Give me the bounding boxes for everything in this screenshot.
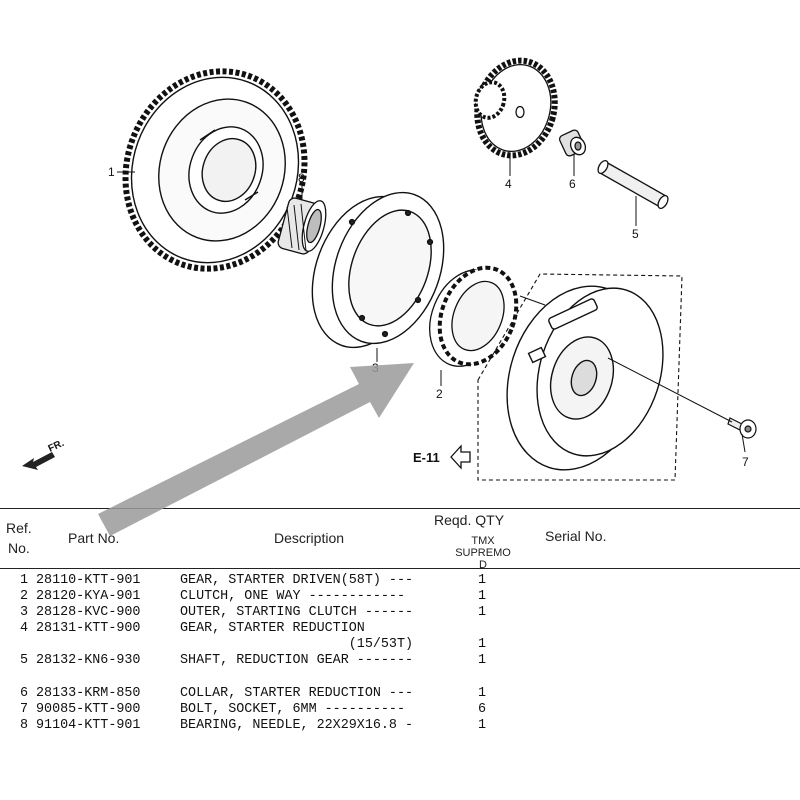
callout-4: 4: [505, 177, 512, 191]
part-number-cell: 28110-KTT-901: [36, 573, 141, 588]
description-cell: GEAR, STARTER DRIVEN(58T) ---: [180, 573, 414, 588]
part-number-cell: 28131-KTT-900: [36, 621, 141, 636]
ref-cell: 4: [20, 621, 29, 636]
ref-cell: 5: [20, 653, 29, 668]
starting-clutch-outer-part: [311, 191, 445, 349]
part-number-cell: 28133-KRM-850: [36, 686, 141, 701]
description-cell: GEAR, STARTER REDUCTION: [180, 621, 365, 636]
part-number-cell: 28120-KYA-901: [36, 589, 141, 604]
callout-8: 8: [298, 171, 305, 185]
starter-reduction-gear-part: [473, 57, 558, 159]
ref-cell: 8: [20, 718, 29, 733]
leader-lines: [117, 154, 746, 453]
callout-1: 1: [108, 165, 115, 179]
header-part-no: Part No.: [68, 530, 120, 546]
description-cell: SHAFT, REDUCTION GEAR -------: [180, 653, 414, 668]
header-description: Description: [274, 530, 345, 546]
quantity-cell: 1: [477, 686, 487, 701]
callout-5: 5: [632, 227, 639, 241]
description-cell: CLUTCH, ONE WAY ------------: [180, 589, 405, 604]
quantity-cell: 6: [477, 702, 487, 717]
quantity-cell: 1: [477, 653, 487, 668]
table-header-rule: [0, 568, 800, 569]
description-cell: BOLT, SOCKET, 6MM ----------: [180, 702, 405, 717]
parts-table: Ref. No. Part No. Description Reqd. QTY …: [0, 508, 800, 800]
ref-cell: 1: [20, 573, 29, 588]
quantity-cell: 1: [477, 718, 487, 733]
part-number-cell: 90085-KTT-900: [36, 702, 141, 717]
table-top-rule: [0, 508, 800, 509]
description-cell: OUTER, STARTING CLUTCH ------: [180, 605, 414, 620]
ref-cell: 2: [20, 589, 29, 604]
ref-cell: 6: [20, 686, 29, 701]
header-ref-line1: Ref.: [6, 520, 32, 536]
front-direction-label: FR.: [47, 438, 66, 455]
reduction-shaft-part: [597, 159, 669, 210]
reference-arrow-icon: [450, 444, 471, 470]
header-model: TMX SUPREMO D: [448, 535, 518, 571]
quantity-cell: 1: [477, 573, 487, 588]
ref-cell: 7: [20, 702, 29, 717]
socket-bolt-part: [727, 417, 757, 439]
callout-7: 7: [742, 455, 749, 469]
reference-label-e11: E-11: [413, 450, 440, 465]
quantity-cell: 1: [477, 605, 487, 620]
callout-2: 2: [436, 387, 443, 401]
ref-cell: 3: [20, 605, 29, 620]
part-number-cell: 28128-KVC-900: [36, 605, 141, 620]
starter-driven-gear-part: [122, 68, 308, 272]
callout-3: 3: [372, 361, 379, 375]
callout-6: 6: [569, 177, 576, 191]
reduction-collar-part: [558, 129, 587, 157]
part-number-cell: 91104-KTT-901: [36, 718, 141, 733]
description-cell: (15/53T): [180, 637, 414, 652]
header-model-line1: TMX: [471, 535, 495, 547]
header-reqd-qty: Reqd. QTY: [434, 512, 505, 528]
header-model-line2: SUPREMO: [455, 547, 511, 559]
front-direction-icon: FR.: [22, 438, 66, 470]
quantity-cell: 1: [477, 637, 487, 652]
exploded-parts-diagram: 1 8 3 2 4 6 5 7 E-11 FR.: [22, 57, 757, 481]
flywheel-reference-part: [477, 273, 683, 481]
description-cell: COLLAR, STARTER REDUCTION ---: [180, 686, 414, 701]
part-number-cell: 28132-KN6-930: [36, 653, 141, 668]
header-ref-line2: No.: [8, 540, 30, 556]
header-serial-no: Serial No.: [545, 528, 607, 544]
needle-bearing-part: [277, 197, 327, 255]
quantity-cell: 1: [477, 589, 487, 604]
description-cell: BEARING, NEEDLE, 22X29X16.8 -: [180, 718, 414, 733]
one-way-clutch-part: [429, 265, 519, 367]
header-model-line3: D: [479, 559, 487, 571]
